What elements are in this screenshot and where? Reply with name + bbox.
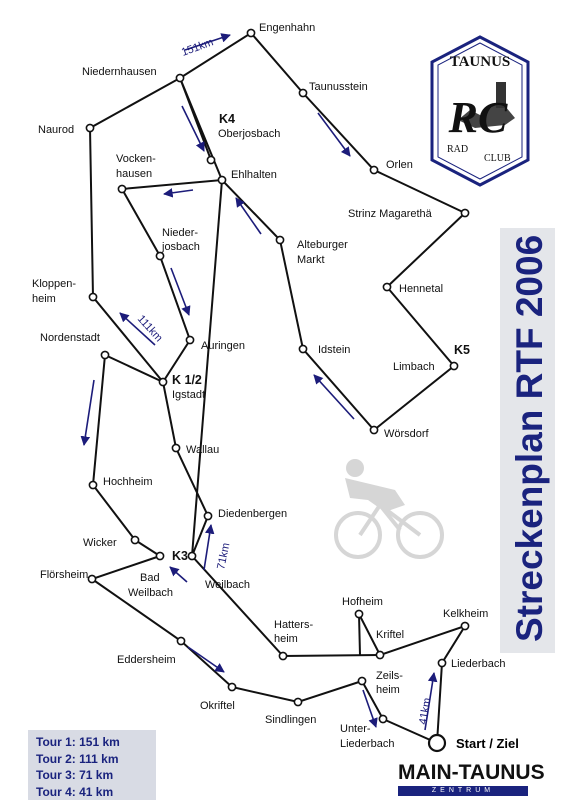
town-label: Engenhahn [259, 22, 315, 34]
town-label: Hatters- [274, 619, 313, 631]
logo-top-text: TAUNUS [450, 54, 511, 70]
town-label: heim [32, 293, 56, 305]
town-label: hausen [116, 168, 152, 180]
town-label: Markt [297, 254, 325, 266]
town-label: Naurod [38, 124, 74, 136]
checkpoint-k4: K4 [219, 112, 235, 126]
town-label: Vocken- [116, 153, 156, 165]
town-label: Weilbach [128, 587, 173, 599]
logo-initials: RC [448, 93, 508, 142]
town-label: Igstadt [172, 389, 205, 401]
distance-label-71: 71km [215, 542, 232, 571]
town-label: Kriftel [376, 629, 404, 641]
tour-2: Tour 2: 111 km [36, 751, 119, 766]
town-label: Nordenstadt [40, 332, 100, 344]
town-label: josbach [161, 241, 200, 253]
start-finish-marker [427, 733, 447, 753]
town-label: Unter- [340, 723, 371, 735]
route-lines [88, 31, 468, 744]
checkpoint-k5: K5 [454, 343, 470, 357]
distance-label-41: 41km [417, 697, 433, 726]
town-label: Strinz Magarethä [348, 208, 433, 220]
town-label: heim [376, 684, 400, 696]
tour-legend: Tour 1: 151 km Tour 2: 111 km Tour 3: 71… [28, 730, 156, 800]
checkpoint-k12: K 1/2 [172, 373, 202, 387]
town-label: Wörsdorf [384, 428, 430, 440]
town-label: Oberjosbach [218, 128, 280, 140]
mtz-sub: ZENTRUM [398, 786, 528, 796]
direction-arrows [80, 33, 438, 731]
distance-label-151: 151km [180, 36, 215, 59]
logo-bottom-right: CLUB [484, 153, 511, 164]
town-label: Diedenbergen [218, 508, 287, 520]
town-label: Flörsheim [40, 569, 88, 581]
town-label: Liederbach [340, 738, 394, 750]
town-label: Taunusstein [309, 81, 368, 93]
taunus-rc-logo: TAUNUS RC RAD CLUB [430, 35, 530, 187]
town-label: Wallau [186, 444, 219, 456]
town-label: Okriftel [200, 700, 235, 712]
town-label: Idstein [318, 344, 350, 356]
tour-1: Tour 1: 151 km [36, 735, 120, 749]
town-label: Bad [140, 572, 160, 584]
town-label: Niedernhausen [82, 66, 157, 78]
map-title: Streckenplan RTF 2006 [509, 235, 550, 642]
town-label: Hennetal [399, 283, 443, 295]
town-label: Nieder- [162, 227, 198, 239]
town-label: Kelkheim [443, 608, 488, 620]
town-label: Hochheim [103, 476, 153, 488]
town-label: Auringen [201, 340, 245, 352]
logo-bottom-left: RAD [447, 144, 468, 155]
checkpoint-k3: K3 [172, 549, 188, 563]
checkpoint-labels: K4 K5 K 1/2 K3 [172, 112, 470, 563]
town-markers [85, 28, 470, 753]
main-taunus-zentrum-logo: MAIN-TAUNUS ZENTRUM [398, 761, 545, 800]
town-label: Weilbach [205, 579, 250, 591]
tour-4: Tour 4: 41 km [36, 784, 114, 799]
start-finish-label: Start / Ziel [456, 736, 519, 751]
town-label: Wicker [83, 537, 117, 549]
mtz-name: MAIN-TAUNUS [398, 761, 545, 784]
town-label: Kloppen- [32, 278, 76, 290]
town-label: Hofheim [342, 596, 383, 608]
town-label: Liederbach [451, 658, 505, 670]
town-label: Limbach [393, 361, 435, 373]
town-label: Zeils- [376, 670, 403, 682]
town-labels: Engenhahn Niedernhausen Taunusstein Ober… [32, 22, 505, 750]
town-label: Alteburger [297, 239, 348, 251]
town-label: Ehlhalten [231, 169, 277, 181]
town-label: Sindlingen [265, 714, 316, 726]
town-label: Orlen [386, 159, 413, 171]
title-band [500, 228, 555, 653]
tour-3: Tour 3: 71 km [36, 768, 114, 782]
town-label: heim [274, 633, 298, 645]
town-label: Eddersheim [117, 654, 176, 666]
cyclist-watermark [334, 459, 444, 559]
